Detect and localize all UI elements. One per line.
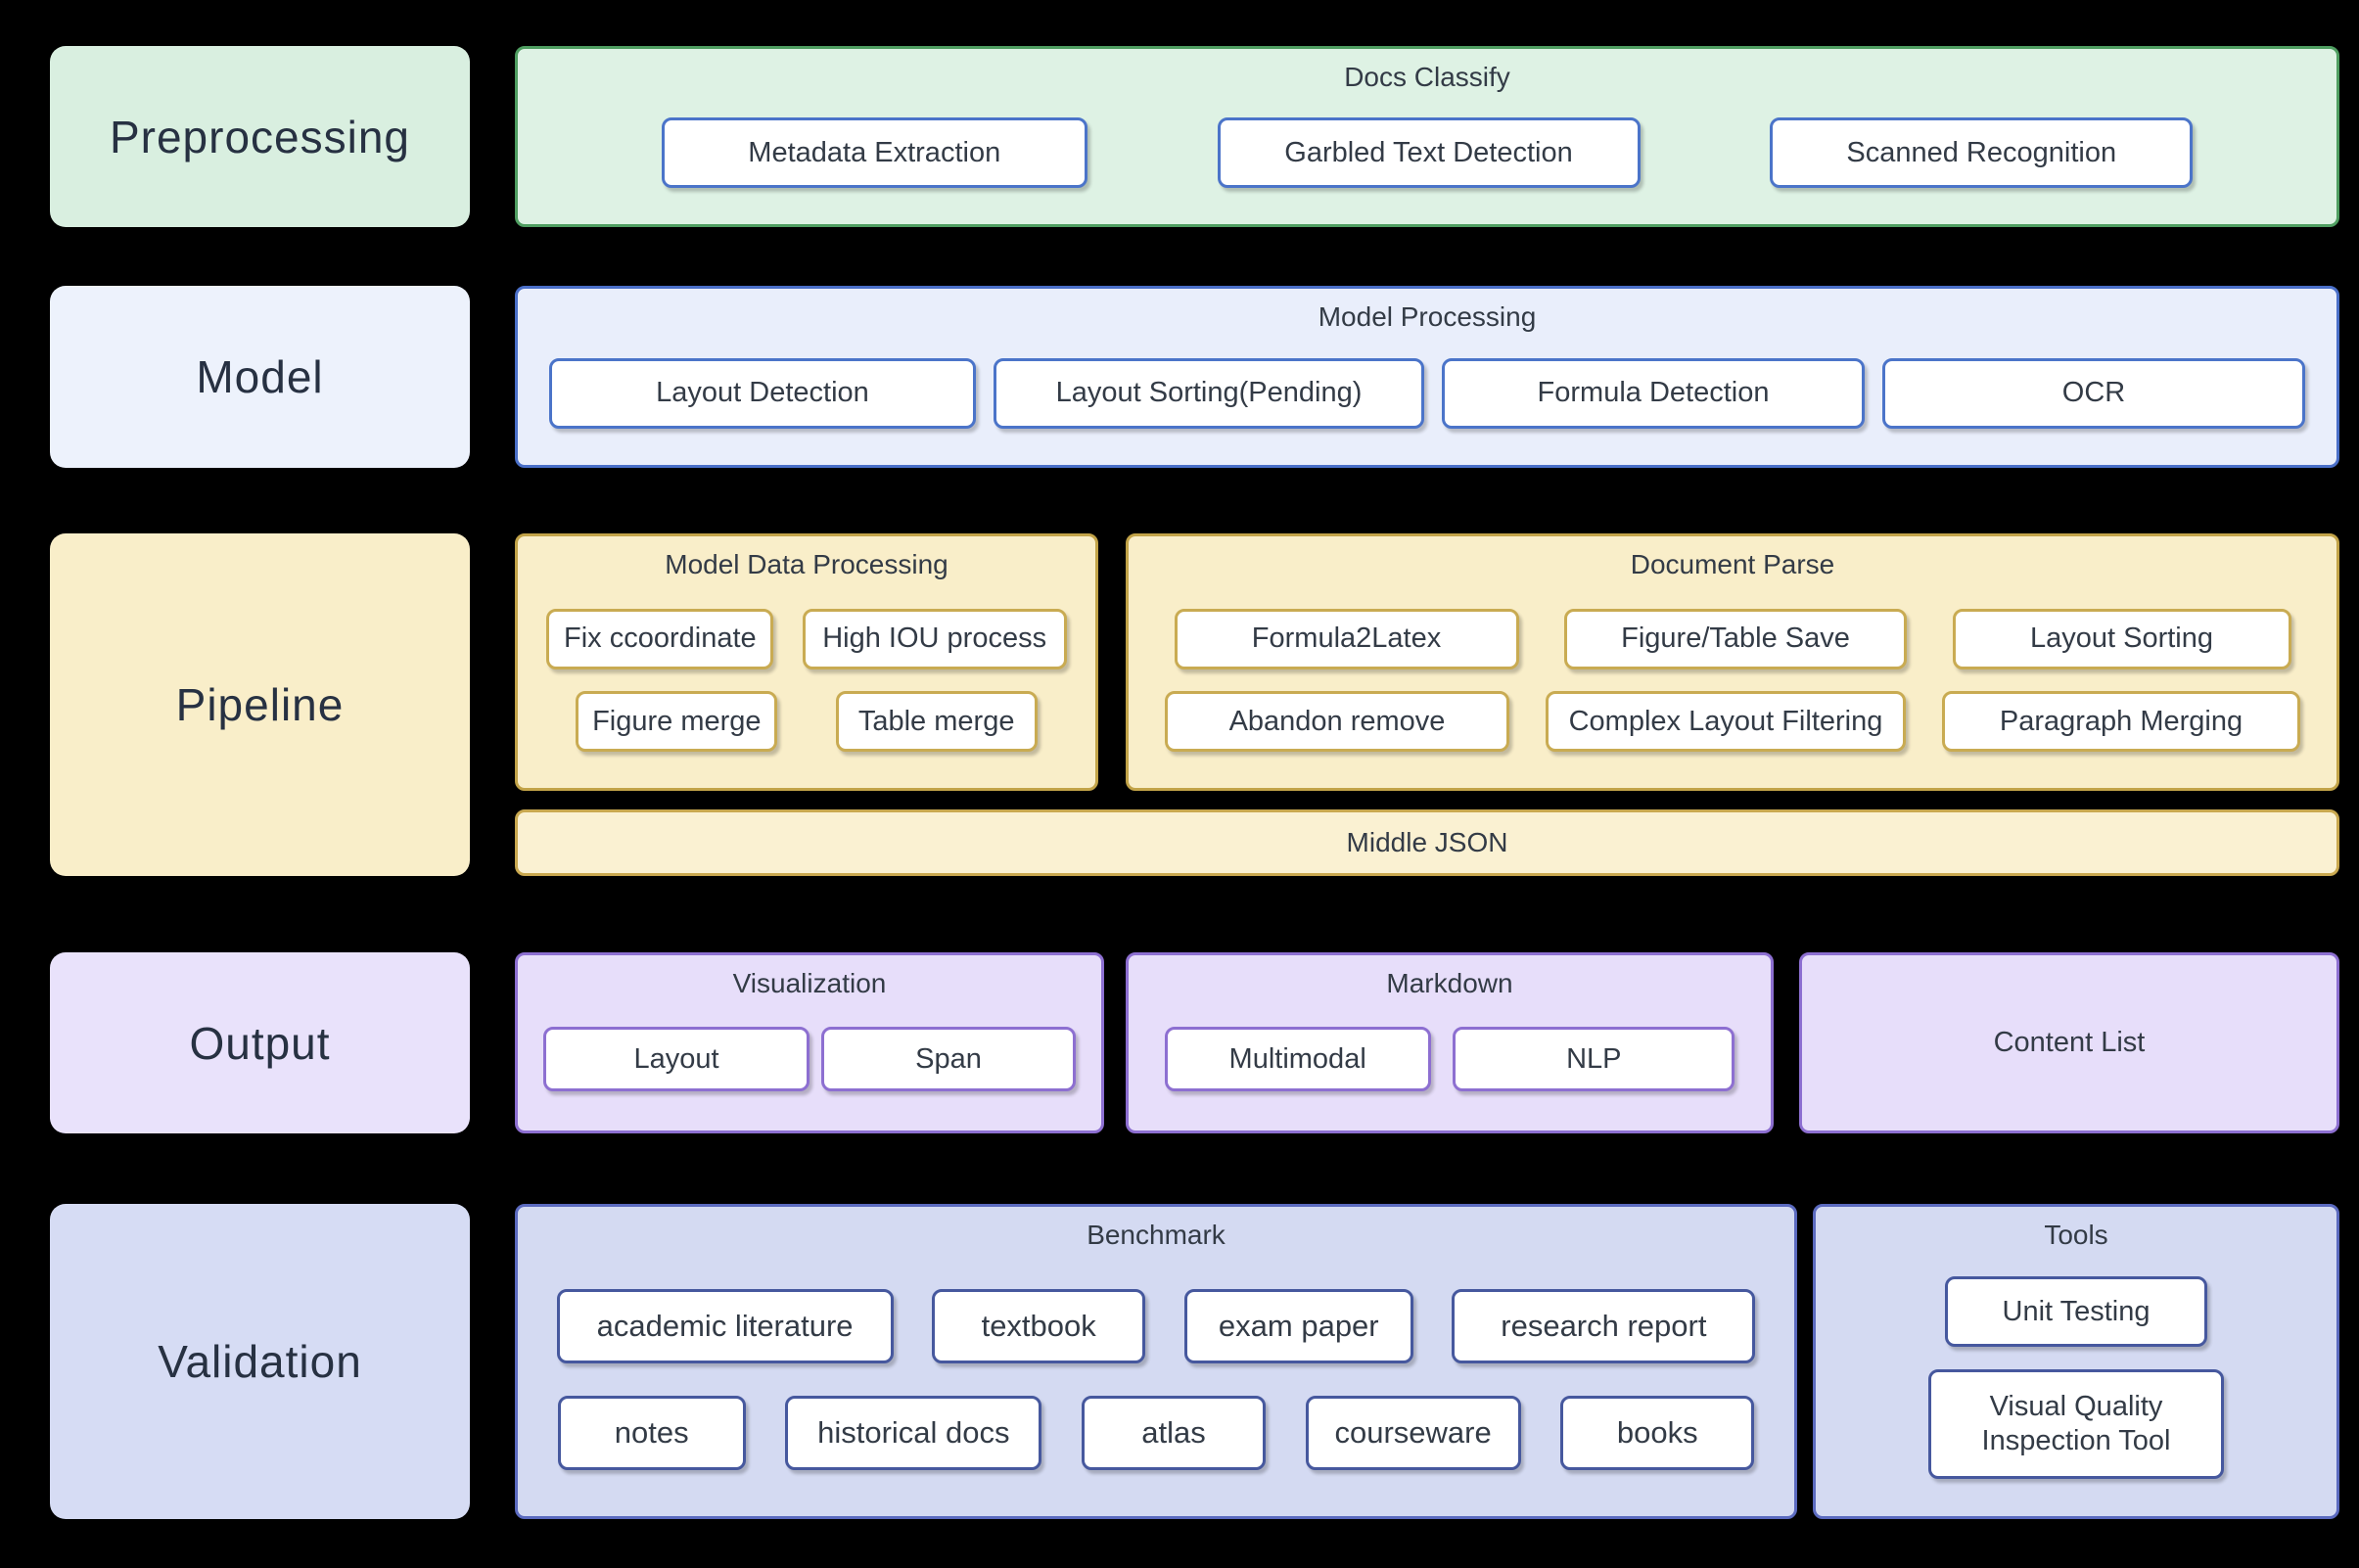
- tools-items: Unit Testing Visual Quality Inspection T…: [1816, 1251, 2336, 1516]
- group-title-model-processing: Model Processing: [1318, 301, 1537, 332]
- row-validation-content: Benchmark academic literature textbook e…: [515, 1204, 2339, 1519]
- row-pipeline-content: Model Data Processing Fix ccoordinate Hi…: [515, 533, 2339, 876]
- stage-label-model: Model: [50, 286, 470, 468]
- node-fix-ccoordinate: Fix ccoordinate: [546, 608, 774, 669]
- node-figure-merge: Figure merge: [576, 691, 778, 753]
- group-title-docs-classify: Docs Classify: [1344, 62, 1510, 92]
- model-processing-group: Model Processing Layout Detection Layout…: [515, 286, 2339, 468]
- stage-label-validation: Validation: [50, 1204, 470, 1519]
- document-parse-group: Document Parse Formula2Latex Figure/Tabl…: [1126, 533, 2339, 791]
- node-layout-sorting-pending: Layout Sorting(Pending): [994, 357, 1424, 429]
- node-unit-testing: Unit Testing: [1945, 1276, 2207, 1348]
- row-preprocessing: Preprocessing Docs Classify Metadata Ext…: [50, 46, 2339, 227]
- row-model: Model Model Processing Layout Detection …: [50, 286, 2339, 468]
- node-research-report: research report: [1452, 1289, 1756, 1363]
- node-scanned-recognition: Scanned Recognition: [1770, 117, 2194, 188]
- node-formula-detection: Formula Detection: [1442, 357, 1865, 429]
- stage-label-preprocessing: Preprocessing: [50, 46, 470, 227]
- node-metadata-extraction: Metadata Extraction: [661, 117, 1087, 188]
- node-multimodal: Multimodal: [1164, 1027, 1431, 1091]
- node-span: Span: [821, 1027, 1076, 1091]
- stage-label-pipeline: Pipeline: [50, 533, 470, 876]
- node-garbled-text-detection: Garbled Text Detection: [1217, 117, 1641, 188]
- pipeline-groups: Model Data Processing Fix ccoordinate Hi…: [515, 533, 2339, 791]
- content-list-group: Content List: [1799, 952, 2339, 1133]
- benchmark-items: academic literature textbook exam paper …: [518, 1251, 1794, 1516]
- group-title-model-data-processing: Model Data Processing: [665, 549, 948, 579]
- group-title-tools: Tools: [2044, 1220, 2108, 1250]
- node-table-merge: Table merge: [835, 691, 1038, 753]
- document-parse-items: Formula2Latex Figure/Table Save Layout S…: [1129, 580, 2336, 788]
- row-validation: Validation Benchmark academic literature…: [50, 1204, 2339, 1519]
- node-notes: notes: [557, 1396, 746, 1470]
- node-historical-docs: historical docs: [785, 1396, 1042, 1470]
- group-title-visualization: Visualization: [732, 968, 887, 998]
- node-formula2latex: Formula2Latex: [1174, 608, 1519, 669]
- row-output-content: Visualization Layout Span Markdown Multi…: [515, 952, 2339, 1133]
- node-figure-table-save: Figure/Table Save: [1564, 608, 1907, 669]
- node-courseware: courseware: [1305, 1396, 1521, 1470]
- row-preprocessing-content: Docs Classify Metadata Extraction Garble…: [515, 46, 2339, 227]
- node-books: books: [1560, 1396, 1755, 1470]
- markdown-group: Markdown Multimodal NLP: [1126, 952, 1774, 1133]
- node-atlas: atlas: [1081, 1396, 1266, 1470]
- node-layout: Layout: [543, 1027, 809, 1091]
- group-title-document-parse: Document Parse: [1630, 549, 1835, 579]
- visualization-items: Layout Span: [518, 999, 1101, 1130]
- node-textbook: textbook: [932, 1289, 1146, 1363]
- node-middle-json: Middle JSON: [515, 809, 2339, 876]
- group-title-benchmark: Benchmark: [1087, 1220, 1226, 1250]
- row-pipeline: Pipeline Model Data Processing Fix ccoor…: [50, 533, 2339, 876]
- row-output: Output Visualization Layout Span Markdow…: [50, 952, 2339, 1133]
- markdown-items: Multimodal NLP: [1129, 999, 1771, 1130]
- node-layout-sorting: Layout Sorting: [1952, 608, 2291, 669]
- node-ocr: OCR: [1882, 357, 2305, 429]
- docs-classify-items: Metadata Extraction Garbled Text Detecti…: [518, 93, 2336, 224]
- node-layout-detection: Layout Detection: [549, 357, 976, 429]
- row-model-content: Model Processing Layout Detection Layout…: [515, 286, 2339, 468]
- group-title-markdown: Markdown: [1386, 968, 1513, 998]
- tools-group: Tools Unit Testing Visual Quality Inspec…: [1813, 1204, 2339, 1519]
- visualization-group: Visualization Layout Span: [515, 952, 1104, 1133]
- node-high-iou-process: High IOU process: [802, 608, 1067, 669]
- model-processing-items: Layout Detection Layout Sorting(Pending)…: [518, 333, 2336, 465]
- model-data-processing-items: Fix ccoordinate High IOU process Figure …: [518, 580, 1095, 788]
- node-nlp: NLP: [1453, 1027, 1735, 1091]
- node-exam-paper: exam paper: [1183, 1289, 1413, 1363]
- model-data-processing-group: Model Data Processing Fix ccoordinate Hi…: [515, 533, 1098, 791]
- node-paragraph-merging: Paragraph Merging: [1942, 691, 2300, 753]
- group-title-content-list: Content List: [1993, 1027, 2146, 1058]
- docs-classify-group: Docs Classify Metadata Extraction Garble…: [515, 46, 2339, 227]
- node-complex-layout-filtering: Complex Layout Filtering: [1546, 691, 1906, 753]
- node-abandon-remove: Abandon remove: [1165, 691, 1509, 753]
- benchmark-group: Benchmark academic literature textbook e…: [515, 1204, 1797, 1519]
- stage-label-output: Output: [50, 952, 470, 1133]
- node-academic-literature: academic literature: [556, 1289, 894, 1363]
- node-visual-quality-inspection-tool: Visual Quality Inspection Tool: [1928, 1368, 2224, 1479]
